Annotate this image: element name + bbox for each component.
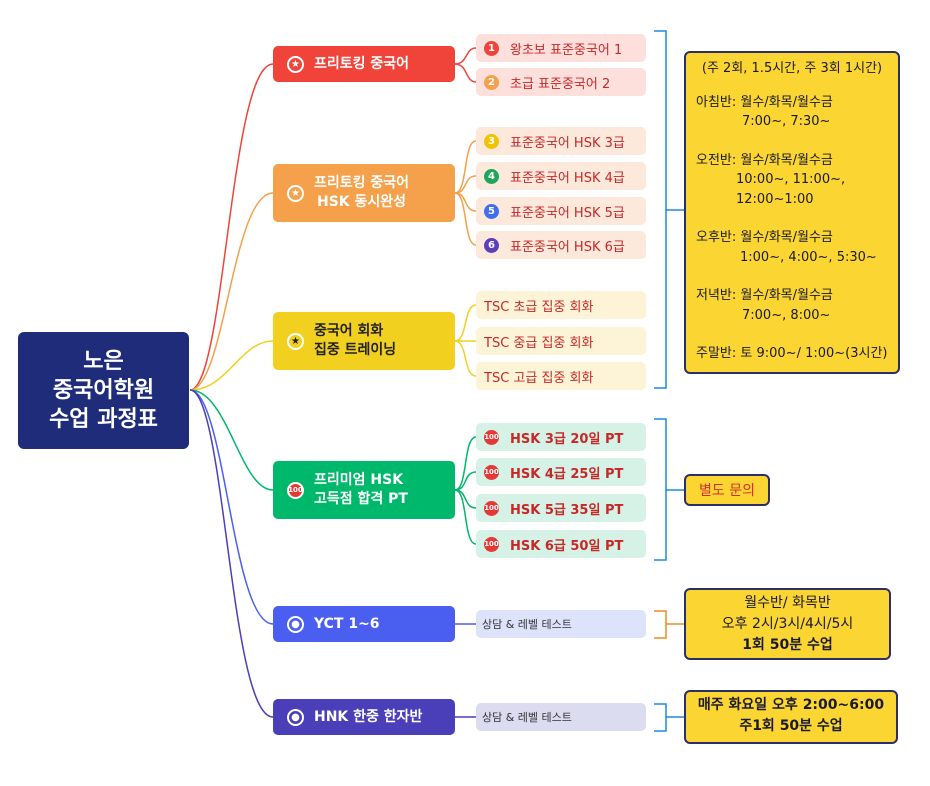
leaf-label: HSK 6급 50일 PT — [510, 538, 624, 554]
number-badge-icon: 1 — [484, 40, 499, 56]
leaf-label: 표준중국어 HSK 3급 — [510, 135, 625, 151]
premium-note-text: 별도 문의 — [699, 483, 755, 499]
leaf-course[interactable]: 100 HSK 4급 25일 PT — [476, 458, 646, 486]
leaf-course[interactable]: 3 표준중국어 HSK 3급 — [476, 127, 646, 155]
number-badge-icon: 3 — [484, 133, 499, 149]
hnk-note: 매주 화요일 오후 2:00~6:00 주1회 50분 수업 — [684, 690, 898, 744]
hundred-icon: 100 — [287, 481, 304, 499]
branch-label: 고득점 합격 PT — [314, 491, 408, 507]
yct-note-line: 월수반/ 화목반 — [744, 595, 831, 611]
schedule-line: 오후반: 월수/화목/월수금 — [696, 230, 833, 245]
schedule-line: 오전반: 월수/화목/월수금 — [696, 152, 833, 168]
leaf-label: HSK 4급 25일 PT — [510, 466, 624, 482]
number-badge-icon: 6 — [484, 237, 499, 253]
schedule-line: 10:00~, 11:00~, — [736, 172, 846, 187]
leaf-label: HSK 5급 35일 PT — [510, 502, 624, 518]
yct-note-line: 오후 2시/3시/4시/5시 — [721, 616, 854, 632]
leaf-course[interactable]: 4 표준중국어 HSK 4급 — [476, 162, 646, 190]
leaf-course[interactable]: TSC 고급 집중 회화 — [476, 362, 646, 390]
leaf-label: TSC 중급 집중 회화 — [484, 335, 594, 351]
branch-hnk[interactable]: ● HNK 한중 한자반 — [273, 699, 455, 735]
leaf-label: 표준중국어 HSK 6급 — [510, 239, 625, 255]
leaf-label: 표준중국어 HSK 4급 — [510, 170, 625, 186]
star-icon: ★ — [287, 55, 304, 73]
branch-label: YCT 1~6 — [314, 615, 380, 632]
leaf-label: 상담 & 레벨 테스트 — [482, 711, 572, 724]
number-badge-icon: 2 — [484, 74, 499, 90]
branch-freetalk[interactable]: ★ 프리토킹 중국어 — [273, 46, 455, 82]
schedule-note: (주 2회, 1.5시간, 주 3회 1시간) 아침반: 월수/화목/월수금 7… — [684, 51, 900, 374]
branch-freetalk-hsk[interactable]: ★ 프리토킹 중국어 HSK 동시완성 — [273, 164, 455, 222]
star-icon: ★ — [287, 184, 304, 202]
branch-label: 프리토킹 중국어 — [314, 55, 410, 72]
leaf-label: 초급 표준중국어 2 — [510, 76, 611, 92]
branch-conversation[interactable]: ★ 중국어 회화 집중 트레이닝 — [273, 312, 455, 370]
branch-yct[interactable]: ● YCT 1~6 — [273, 606, 455, 642]
yct-note: 월수반/ 화목반 오후 2시/3시/4시/5시 1회 50분 수업 — [684, 588, 891, 660]
branch-label: 중국어 회화 — [314, 323, 384, 339]
schedule-line: 1:00~, 4:00~, 5:30~ — [740, 249, 877, 265]
hundred-icon: 100 — [484, 536, 499, 552]
branch-premium-hsk[interactable]: 100 프리미엄 HSK 고득점 합격 PT — [273, 461, 455, 519]
leaf-course[interactable]: 1 왕초보 표준중국어 1 — [476, 34, 646, 62]
hnk-note-line: 매주 화요일 오후 2:00~6:00 — [697, 697, 885, 713]
leaf-consult[interactable]: 상담 & 레벨 테스트 — [476, 610, 646, 638]
leaf-label: 표준중국어 HSK 5급 — [510, 205, 625, 221]
number-badge-icon: 4 — [484, 168, 499, 184]
branch-label: 집중 트레이닝 — [314, 342, 397, 358]
leaf-course[interactable]: 100 HSK 6급 50일 PT — [476, 530, 646, 558]
leaf-label: HSK 3급 20일 PT — [510, 431, 624, 447]
root-title-line: 중국어학원 — [52, 378, 155, 403]
leaf-label: 왕초보 표준중국어 1 — [510, 42, 623, 58]
number-badge-icon: 5 — [484, 203, 499, 219]
branch-label: 프리토킹 중국어 — [314, 175, 410, 191]
star-icon: ★ — [287, 332, 304, 350]
root-title-line: 수업 과정표 — [49, 407, 158, 432]
hundred-icon: 100 — [484, 500, 499, 516]
leaf-course[interactable]: 6 표준중국어 HSK 6급 — [476, 231, 646, 259]
leaf-label: 상담 & 레벨 테스트 — [482, 618, 572, 631]
schedule-line: 12:00~1:00 — [736, 191, 814, 207]
branch-label: HNK 한중 한자반 — [314, 708, 423, 725]
branch-label: 프리미엄 HSK — [314, 472, 404, 488]
hundred-icon: 100 — [484, 464, 499, 480]
schedule-line: 7:00~, 8:00~ — [742, 307, 831, 323]
leaf-course[interactable]: 5 표준중국어 HSK 5급 — [476, 197, 646, 225]
branch-label: HSK 동시완성 — [317, 194, 407, 210]
branch-label-group: 중국어 회화 집중 트레이닝 — [314, 322, 396, 360]
hundred-icon: 100 — [484, 429, 499, 445]
premium-note: 별도 문의 — [684, 474, 770, 506]
schedule-header: (주 2회, 1.5시간, 주 3회 1시간) — [701, 61, 883, 76]
leaf-course[interactable]: 100 HSK 5급 35일 PT — [476, 494, 646, 522]
leaf-course[interactable]: TSC 초급 집중 회화 — [476, 291, 646, 319]
leaf-consult[interactable]: 상담 & 레벨 테스트 — [476, 703, 646, 731]
hnk-note-line: 주1회 50분 수업 — [739, 718, 843, 734]
branch-label-group: 프리미엄 HSK 고득점 합격 PT — [314, 471, 408, 509]
branch-label-group: 프리토킹 중국어 HSK 동시완성 — [314, 174, 409, 212]
schedule-line: 주말반: 토 9:00~/ 1:00~(3시간) — [696, 346, 888, 361]
person-icon: ● — [287, 615, 304, 633]
person-icon: ● — [287, 708, 304, 726]
root-title-line: 노은 — [83, 349, 124, 374]
schedule-line: 7:00~, 7:30~ — [742, 114, 831, 129]
leaf-course[interactable]: TSC 중급 집중 회화 — [476, 327, 646, 355]
leaf-course[interactable]: 100 HSK 3급 20일 PT — [476, 423, 646, 451]
root-title-box: 노은 중국어학원 수업 과정표 — [18, 332, 189, 449]
leaf-course[interactable]: 2 초급 표준중국어 2 — [476, 68, 646, 96]
yct-note-line: 1회 50분 수업 — [742, 637, 833, 653]
leaf-label: TSC 고급 집중 회화 — [484, 370, 594, 386]
leaf-label: TSC 초급 집중 회화 — [484, 299, 594, 315]
schedule-line: 저녁반: 월수/화목/월수금 — [696, 288, 833, 303]
schedule-line: 아침반: 월수/화목/월수금 — [696, 94, 833, 110]
